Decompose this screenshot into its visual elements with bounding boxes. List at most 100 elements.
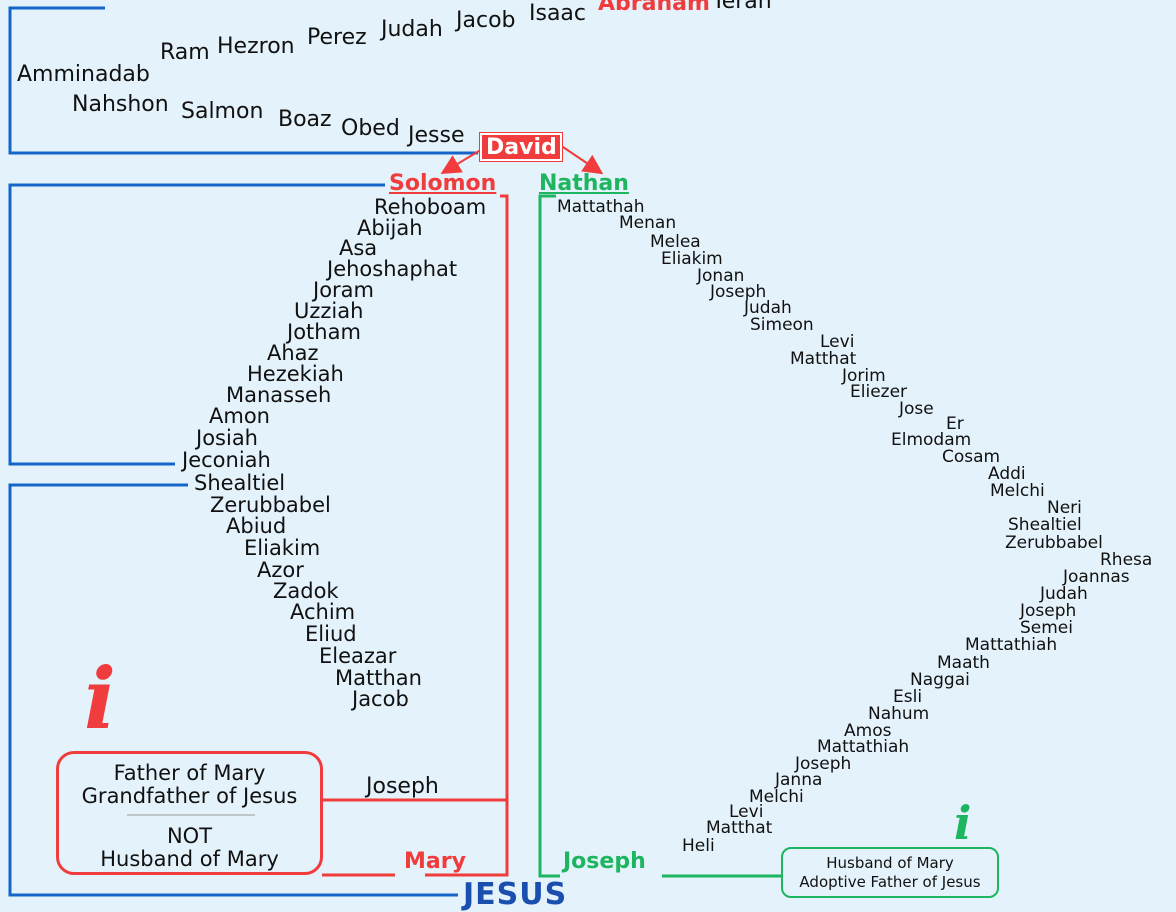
- name-judah: Judah: [381, 17, 443, 42]
- nathan-name: Shealtiel: [1008, 515, 1082, 535]
- name-jacob: Jacob: [456, 8, 516, 33]
- name-david: David: [486, 135, 557, 160]
- name-solomon: Solomon: [389, 171, 497, 196]
- solomon-name: Jehoshaphat: [327, 257, 458, 281]
- david-box: [479, 132, 563, 162]
- info-icon: i: [954, 796, 972, 850]
- nathan-name: Melchi: [990, 481, 1045, 501]
- nathan-name: Semei: [1020, 618, 1073, 638]
- solomon-name: Abijah: [357, 216, 423, 240]
- nathan-name: Judah: [744, 298, 792, 318]
- solomon-name: Zadok: [273, 579, 339, 603]
- solomon-name: Uzziah: [294, 299, 364, 323]
- nathan-name: Mattathiah: [817, 737, 910, 757]
- info-left-line1: Father of Mary: [113, 761, 266, 785]
- nathan-name: Naggai: [910, 670, 970, 690]
- nathan-name: Joannas: [1063, 567, 1130, 587]
- solomon-name: Josiah: [196, 426, 258, 450]
- solomon-name: Jacob: [352, 687, 409, 711]
- solomon-name: Matthan: [335, 666, 422, 690]
- solomon-name: Manasseh: [226, 383, 332, 407]
- info-box-right: [781, 847, 999, 898]
- name-jesus: JESUS: [463, 877, 568, 912]
- nathan-name: Cosam: [942, 447, 1001, 467]
- name-mary: Mary: [404, 849, 466, 874]
- name-hezron: Hezron: [217, 34, 295, 59]
- nathan-name: Simeon: [750, 315, 814, 335]
- name-ram: Ram: [160, 40, 210, 65]
- nathan-name: Er: [946, 414, 964, 434]
- solomon-name: Azor: [257, 558, 304, 582]
- nathan-name: Matthat: [790, 349, 857, 369]
- nathan-name: Mattathiah: [965, 635, 1058, 655]
- nathan-name: Joseph: [710, 282, 767, 302]
- solomon-name: Eleazar: [319, 644, 397, 668]
- name-terah: Terah: [712, 0, 772, 14]
- solomon-line: [425, 194, 509, 877]
- nathan-name: Jose: [899, 399, 934, 419]
- nathan-name: Elmodam: [891, 430, 972, 450]
- name-nathan: Nathan: [539, 171, 629, 196]
- name-isaac: Isaac: [529, 1, 587, 26]
- patriarchs-bracket: [8, 6, 478, 155]
- name-perez: Perez: [307, 25, 367, 50]
- nathan-name: Mattathah: [557, 197, 645, 217]
- nathan-name: Heli: [682, 836, 715, 856]
- nathan-name: Eliakim: [661, 249, 723, 269]
- nathan-name: Matthat: [706, 818, 773, 838]
- nathan-name: Joseph: [1020, 601, 1077, 621]
- nathan-name: Melchi: [749, 787, 804, 807]
- solomon-name: Jotham: [287, 320, 361, 344]
- nathan-name: Neri: [1047, 498, 1082, 518]
- name-joseph-solomon: Joseph: [366, 774, 439, 799]
- solomon-name: Hezekiah: [247, 362, 344, 386]
- solomon-bracket: [8, 183, 385, 466]
- name-salmon: Salmon: [181, 99, 264, 124]
- nathan-name: Janna: [775, 770, 823, 790]
- solomon-name: Zerubbabel: [210, 493, 331, 517]
- nathan-name: Menan: [619, 213, 677, 233]
- nathan-line: [538, 194, 560, 878]
- name-obed: Obed: [341, 116, 400, 141]
- solomon-name: Rehoboam: [374, 195, 487, 219]
- solomon-name: Asa: [339, 236, 378, 260]
- info-left-not: NOT: [166, 824, 213, 848]
- shealtiel-bracket: [8, 483, 458, 897]
- solomon-name: Abiud: [226, 514, 287, 538]
- solomon-name: Eliakim: [244, 536, 321, 560]
- nathan-name: Jonan: [697, 266, 745, 286]
- info-left-line2: Grandfather of Jesus: [81, 784, 298, 808]
- solomon-name: Achim: [290, 600, 356, 624]
- solomon-name: Jeconiah: [182, 448, 271, 472]
- nathan-name: Rhesa: [1100, 550, 1153, 570]
- solomon-name: Ahaz: [267, 341, 319, 365]
- nathan-name: Amos: [844, 721, 892, 741]
- name-abraham: Abraham: [598, 0, 710, 16]
- nathan-name: Jorim: [842, 366, 886, 386]
- name-jesse: Jesse: [408, 123, 465, 148]
- name-joseph-nathan: Joseph: [563, 849, 646, 874]
- name-boaz: Boaz: [278, 107, 332, 132]
- nathan-name: Levi: [729, 802, 764, 822]
- nathan-name: Judah: [1040, 584, 1088, 604]
- arrow-to-nathan: [559, 144, 604, 175]
- nathan-name: Maath: [937, 653, 990, 673]
- nathan-name: Joseph: [795, 754, 852, 774]
- info-right-line1: Husband of Mary: [826, 854, 954, 872]
- nathan-name: Esli: [893, 687, 923, 707]
- nathan-name: Melea: [650, 232, 701, 252]
- info-right-line2: Adoptive Father of Jesus: [799, 873, 981, 891]
- solomon-name: Joram: [313, 278, 375, 302]
- nathan-name: Levi: [820, 332, 855, 352]
- solomon-name: Eliud: [305, 622, 357, 646]
- arrow-to-solomon: [440, 147, 485, 175]
- info-icon: i: [84, 649, 116, 748]
- nathan-name: Zerubbabel: [1005, 533, 1103, 553]
- name-nahshon: Nahshon: [72, 92, 169, 117]
- name-amminadab: Amminadab: [17, 62, 150, 87]
- info-left-line3: Husband of Mary: [100, 847, 279, 871]
- info-box-left: [56, 751, 323, 875]
- solomon-name: Shealtiel: [194, 471, 286, 495]
- nathan-name: Nahum: [868, 704, 930, 724]
